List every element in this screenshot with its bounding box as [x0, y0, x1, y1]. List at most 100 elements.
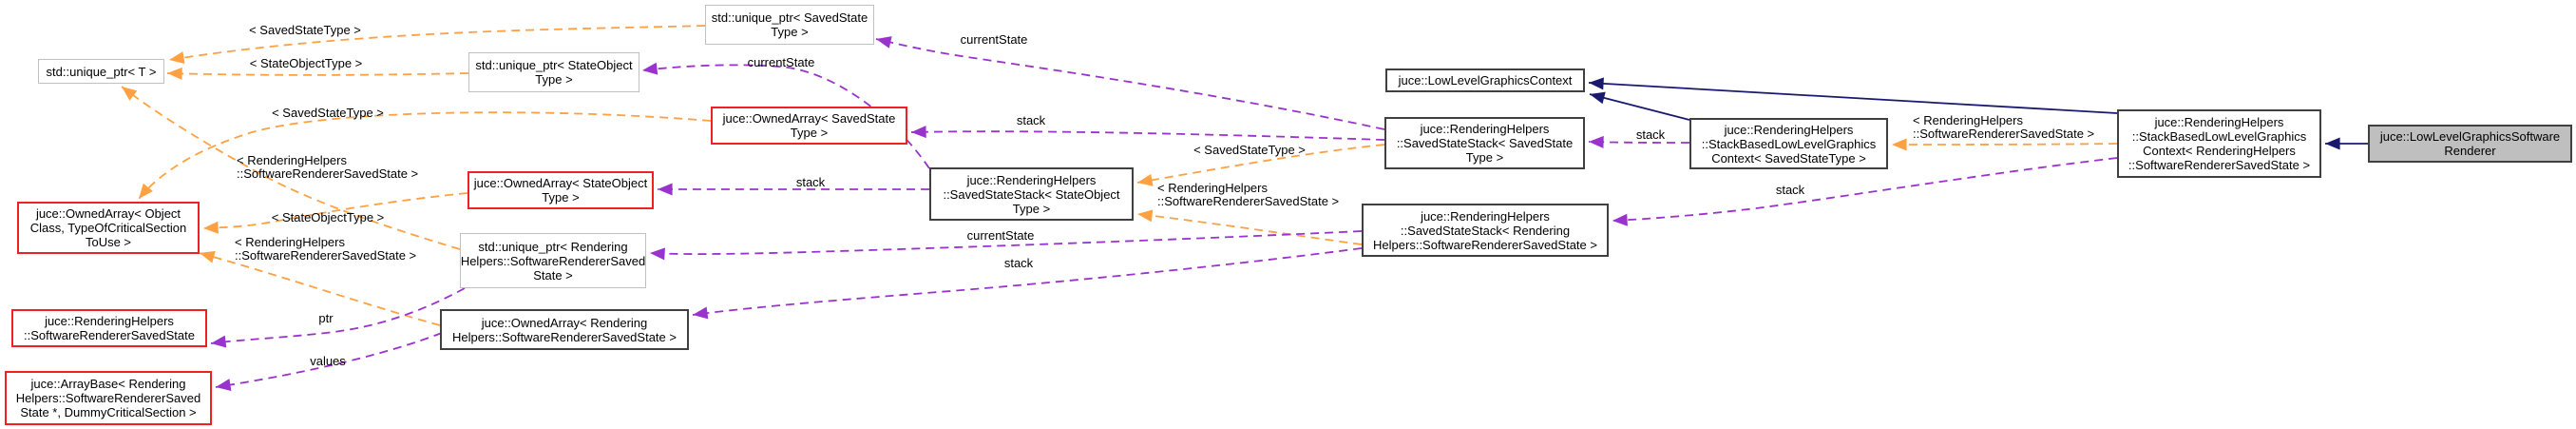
- edge-label-tpl-stateobjecttype-2: < StateObjectType >: [272, 211, 385, 224]
- node-label-line: Helpers::SoftwareRendererSavedState >: [1373, 237, 1597, 252]
- node-label-line: Class, TypeOfCriticalSection: [29, 221, 187, 235]
- edge-label-tpl-renderinghelpers-1: < RenderingHelpers::SoftwareRendererSave…: [237, 154, 418, 181]
- node-label-line: ::StackBasedLowLevelGraphics: [2131, 129, 2307, 144]
- edge-label-tpl-savedstatetype-2: < SavedStateType >: [272, 107, 384, 120]
- edge-use-stack-sss-srss: [692, 247, 1363, 320]
- edge-label-tpl-renderinghelpers-4: < RenderingHelpers::SoftwareRendererSave…: [1913, 114, 2094, 141]
- node-label-line: State >: [533, 267, 573, 283]
- edge-label-line: values: [310, 354, 346, 368]
- node-savedstatestack-softwarerenderersavedstate[interactable]: juce::RenderingHelpers::SavedStateStack<…: [1362, 204, 1609, 257]
- node-label-line: std::unique_ptr< Rendering: [478, 239, 628, 254]
- node-label-line: juce::OwnedArray< SavedState: [722, 111, 896, 126]
- edge-label-line: < SavedStateType >: [272, 106, 384, 120]
- edge-use-stack-sb-srss: [1612, 157, 2118, 226]
- node-savedstatestack-savedstatetype[interactable]: juce::RenderingHelpers::SavedStateStack<…: [1384, 117, 1585, 169]
- node-savedstatestack-stateobjecttype[interactable]: juce::RenderingHelpers::SavedStateStack<…: [929, 167, 1134, 221]
- node-label-line: juce::RenderingHelpers: [1724, 122, 1854, 137]
- edge-label-line: ::SoftwareRendererSavedState >: [237, 166, 419, 181]
- node-stackbased-softwarerenderersavedstate[interactable]: juce::RenderingHelpers::StackBasedLowLev…: [2117, 109, 2321, 178]
- edge-use-currentstate-sss-stateobjecttype: [641, 62, 930, 169]
- edge-use-stack-sss-savedstatetype: [910, 126, 1385, 141]
- node-label-line: State *, DummyCriticalSection >: [20, 405, 197, 419]
- edge-label-line: currentState: [960, 32, 1028, 47]
- edge-use-stack-sb-savedstatetype: [1588, 135, 1690, 148]
- edge-use-values-oa-srss: [215, 332, 443, 392]
- edge-label-line: < RenderingHelpers: [237, 153, 347, 167]
- edge-label-line: < SavedStateType >: [1193, 143, 1306, 157]
- edge-label-line: < RenderingHelpers: [235, 235, 345, 249]
- edge-tpl-uptr-srss--uptr-t: [121, 86, 461, 250]
- edge-label-member-values: values: [310, 355, 346, 368]
- node-label-line: ToUse >: [85, 235, 132, 249]
- node-label-line: Context< RenderingHelpers: [2143, 144, 2296, 158]
- node-label-line: ::SavedStateStack< SavedState: [1396, 136, 1574, 150]
- node-lowlevelgraphicscontext[interactable]: juce::LowLevelGraphicsContext: [1385, 68, 1585, 92]
- edge-tpl-sb-srss--sb-savedstatetype: [1891, 138, 2118, 151]
- node-label-line: ::SavedStateStack< StateObject: [943, 186, 1120, 202]
- node-label-line: Renderer: [2444, 144, 2496, 158]
- node-unique-ptr-t: std::unique_ptr< T >: [38, 59, 164, 84]
- edge-tpl-sss-savedstatetype--sss-stateobjecttype: [1136, 144, 1385, 186]
- node-label-line: ::SoftwareRendererSavedState: [24, 328, 195, 342]
- edge-label-tpl-renderinghelpers-2: < RenderingHelpers::SoftwareRendererSave…: [235, 236, 416, 263]
- edge-label-line: ::SoftwareRendererSavedState >: [1913, 127, 2095, 141]
- edge-label-member-currentstate-2: currentState: [961, 33, 1028, 47]
- edge-label-line: ::SoftwareRendererSavedState >: [1157, 194, 1340, 208]
- edge-label-line: currentState: [966, 228, 1035, 243]
- edge-label-line: ptr: [318, 311, 334, 325]
- edge-tpl-uptr-savedstatetype--uptr-t: [168, 25, 706, 64]
- edge-label-line: < StateObjectType >: [249, 56, 363, 70]
- edge-label-line: stack: [1016, 113, 1046, 127]
- node-label-line: std::unique_ptr< SavedState: [711, 10, 868, 25]
- edge-label-line: < RenderingHelpers: [1157, 181, 1268, 195]
- edge-tpl-oa-srss--oa-objectclass: [199, 250, 441, 326]
- node-softwarerenderersavedstate[interactable]: juce::RenderingHelpers::SoftwareRenderer…: [11, 309, 207, 347]
- edge-label-tpl-renderinghelpers-3: < RenderingHelpers::SoftwareRendererSave…: [1157, 182, 1339, 208]
- edge-inh-sb-savedstatetype--llgc: [1589, 91, 1690, 121]
- node-label-line: Helpers::SoftwareRendererSavedState >: [452, 329, 677, 344]
- node-label-line: Helpers::SoftwareRendererSaved: [15, 391, 201, 405]
- node-stackbased-savedstatetype[interactable]: juce::RenderingHelpers::StackBasedLowLev…: [1689, 118, 1888, 169]
- node-label-line: juce::RenderingHelpers: [1421, 208, 1550, 224]
- edge-label-tpl-stateobjecttype-1: < StateObjectType >: [250, 57, 363, 70]
- edge-label-tpl-savedstatetype-1: < SavedStateType >: [249, 24, 361, 37]
- edge-label-line: < StateObjectType >: [271, 210, 385, 224]
- node-label-line: Type >: [1012, 201, 1051, 216]
- edge-label-line: stack: [1635, 127, 1666, 142]
- node-label-line: juce::OwnedArray< Object: [35, 206, 181, 221]
- edge-label-member-stack-5: stack: [1776, 184, 1804, 197]
- node-label-line: Type >: [1465, 150, 1504, 165]
- edge-tpl-oa-savedstatetype--oa-objectclass: [138, 111, 712, 200]
- node-label-line: juce::RenderingHelpers: [966, 172, 1097, 187]
- edge-label-line: < RenderingHelpers: [1913, 113, 2023, 127]
- node-label-line: juce::RenderingHelpers: [1420, 122, 1550, 136]
- edge-use-currentstate-sss-srss: [649, 230, 1363, 261]
- edge-tpl-uptr-stateobjecttype--uptr-t: [166, 67, 469, 80]
- edge-label-member-ptr: ptr: [318, 312, 333, 325]
- node-label-line: Type >: [535, 72, 573, 87]
- edge-use-ptr-uptr-srss: [210, 287, 466, 348]
- node-label-line: juce::RenderingHelpers: [2154, 115, 2284, 129]
- node-label-line: Type >: [790, 126, 829, 140]
- node-label-line: juce::OwnedArray< Rendering: [481, 315, 648, 330]
- edge-label-member-stack-3: stack: [1004, 257, 1033, 270]
- node-label-line: Type >: [771, 25, 809, 39]
- edge-label-line: stack: [1775, 183, 1805, 197]
- node-label-line: juce::ArrayBase< Rendering: [30, 377, 186, 391]
- edge-inh-sb-srss--llgc: [1588, 77, 2118, 114]
- edge-label-member-stack-1: stack: [796, 176, 825, 189]
- node-label-line: ::SoftwareRendererSavedState >: [2128, 158, 2311, 172]
- node-label-line: ::StackBasedLowLevelGraphics: [1701, 136, 1877, 151]
- edge-label-line: stack: [1003, 256, 1034, 270]
